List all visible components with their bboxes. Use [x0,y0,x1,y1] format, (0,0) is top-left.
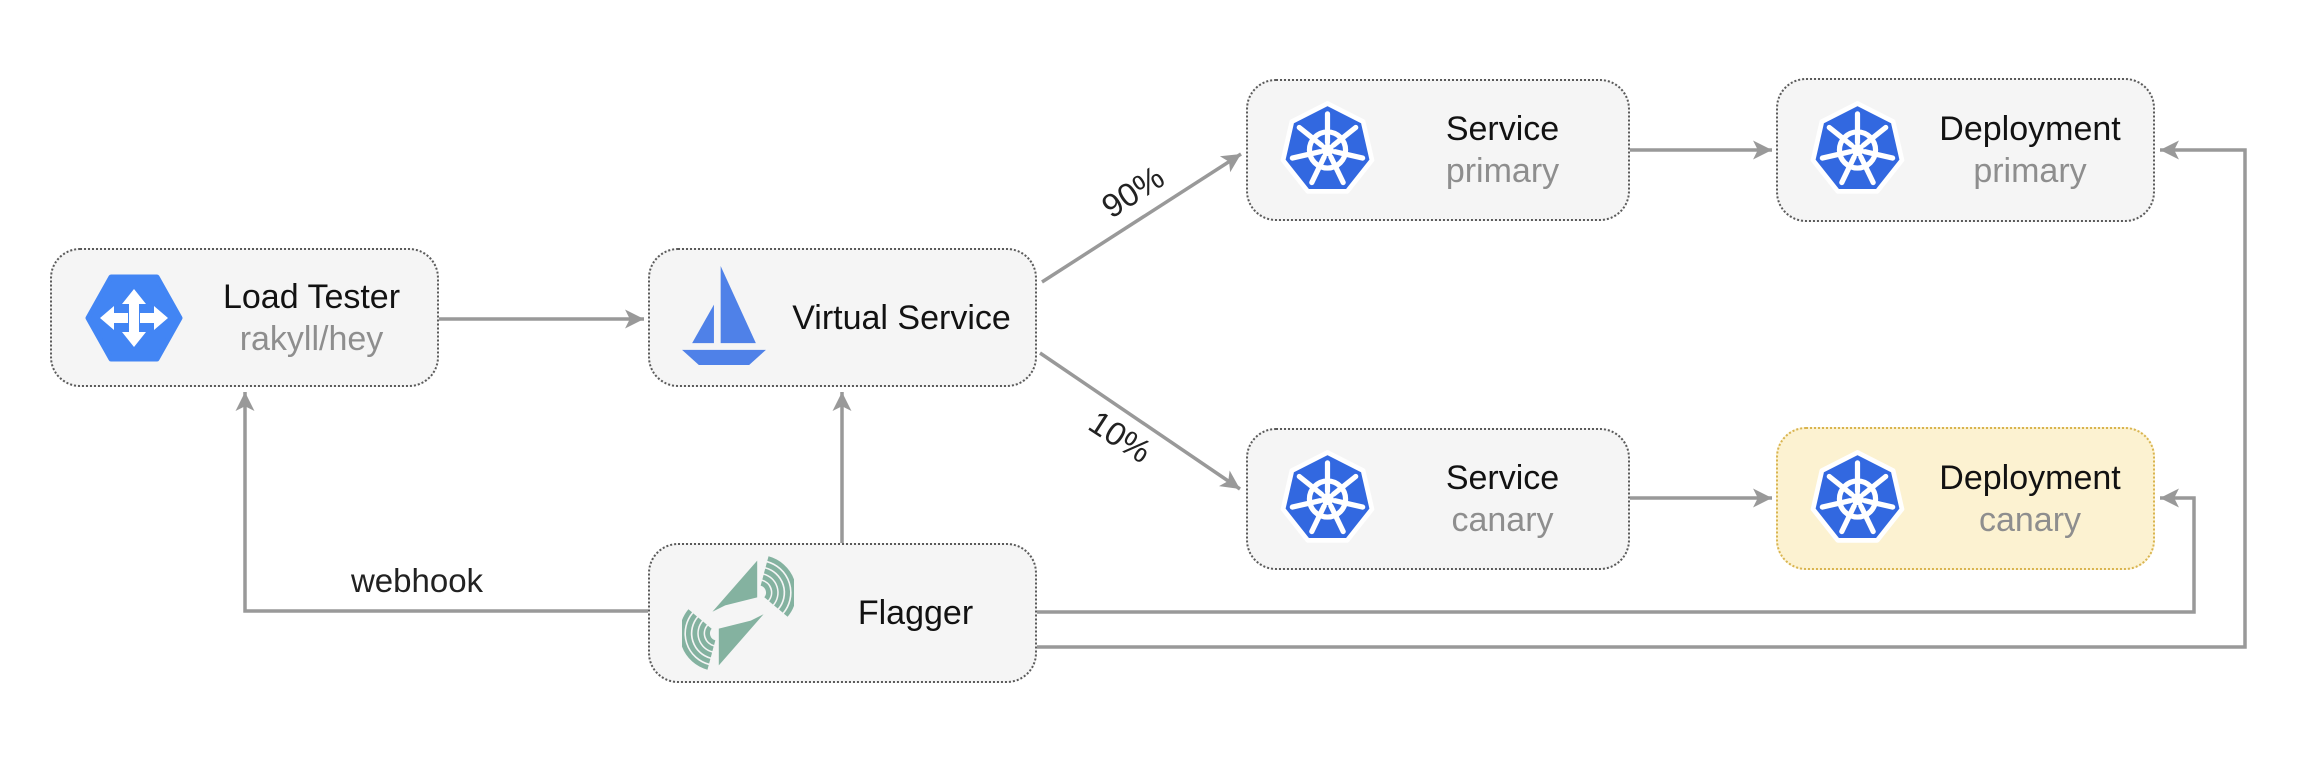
node-service-primary[interactable]: Service primary [1246,79,1630,221]
node-label: Virtual Service [792,298,1011,337]
node-label: Flagger [857,594,974,632]
kubernetes-icon [1810,449,1905,549]
edge-label-webhook: webhook [346,562,488,600]
node-label: Deployment [1939,458,2121,497]
kubernetes-icon [1810,100,1905,200]
node-label: Load Tester [222,277,401,316]
kubernetes-icon [1280,100,1375,200]
flagger-icon [682,551,794,675]
node-label: Service [1445,459,1560,497]
load-balancer-icon [84,271,184,365]
node-sublabel: primary [1973,152,2087,190]
edge-label-10-percent: 10% [1078,400,1162,474]
node-sublabel: canary [1978,500,2082,539]
node-deployment-primary[interactable]: Deployment primary [1776,78,2155,222]
edge-flagger-deploymentprimary [1037,140,2247,649]
node-virtual-service[interactable]: Virtual Service [648,248,1037,387]
node-load-tester[interactable]: Load Tester rakyll/hey [50,248,439,387]
node-label: Deployment [1939,110,2121,148]
kubernetes-icon [1280,449,1375,549]
node-deployment-canary[interactable]: Deployment canary [1776,427,2155,570]
edge-label-90-percent: 90% [1091,155,1175,229]
node-flagger[interactable]: Flagger [648,543,1037,683]
node-service-canary[interactable]: Service canary [1246,428,1630,570]
node-label: Service [1445,110,1560,148]
istio-sailboat-icon [682,265,766,370]
node-sublabel: primary [1445,152,1560,190]
node-sublabel: canary [1451,501,1554,539]
node-sublabel: rakyll/hey [239,319,384,358]
